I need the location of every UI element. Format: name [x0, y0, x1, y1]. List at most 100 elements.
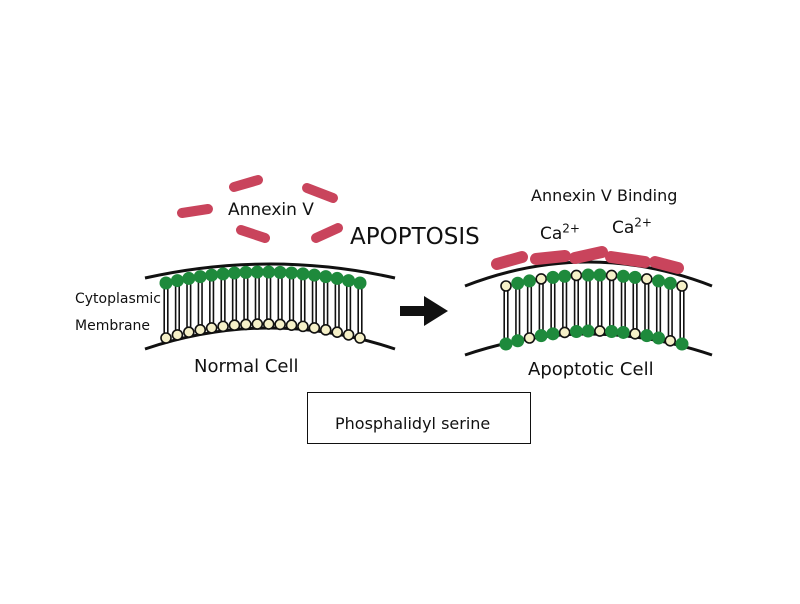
lipid-head	[569, 325, 583, 339]
lipid-head	[182, 271, 196, 285]
phosphatidylserine-head	[217, 320, 229, 333]
phosphatidylserine-head	[523, 332, 536, 344]
phosphatidylserine-head	[500, 280, 512, 292]
calcium-charge: 2+	[562, 221, 580, 236]
annexin-molecule	[177, 204, 213, 218]
lipid-head	[628, 270, 642, 284]
phosphatidylserine-head	[558, 326, 571, 339]
lipid-head	[273, 265, 287, 279]
phosphatidylserine-head	[640, 273, 653, 285]
lipid-head	[239, 265, 253, 279]
phosphatidylserine-head	[228, 319, 241, 332]
phosphatidylserine-head	[308, 322, 321, 334]
phosphatidylserine-head	[664, 334, 677, 347]
outer-membrane-line	[464, 260, 713, 288]
annexin-molecule	[236, 225, 270, 243]
phosphatidylserine-head	[194, 324, 207, 336]
phosphatidylserine-head	[171, 329, 184, 341]
normal-cell-label: Normal Cell	[194, 356, 299, 377]
lipid-head	[319, 270, 333, 284]
apoptotic-cell-membrane	[464, 260, 713, 357]
lipid-head	[675, 337, 689, 351]
lipid-head	[499, 337, 513, 351]
phosphatidylserine-head	[183, 326, 195, 338]
normal-cell-membrane	[144, 262, 396, 351]
phosphatidylserine-head	[240, 318, 252, 331]
phosphatidylserine-head	[274, 318, 286, 331]
lipid-head	[546, 327, 560, 341]
lipid-head	[652, 331, 666, 345]
annexin-molecule	[491, 251, 528, 270]
annexin-molecule	[530, 250, 571, 265]
phosphatidylserine-head	[629, 328, 641, 340]
phosphatidylserine-head	[354, 332, 366, 344]
annexin-molecule	[649, 256, 684, 274]
annexin-molecule	[311, 223, 343, 243]
cytoplasmic-label: Cytoplasmic	[75, 291, 161, 307]
lipid-head	[170, 274, 184, 288]
phosphatidylserine-head	[570, 269, 583, 282]
lipid-head	[616, 269, 630, 283]
lipid-head	[558, 269, 572, 283]
annexin-molecule	[605, 251, 651, 268]
lipid-head	[616, 325, 630, 339]
calcium-symbol: Ca	[612, 218, 635, 238]
lipid-head	[285, 266, 299, 280]
apoptosis-label: APOPTOSIS	[350, 224, 480, 250]
annexin-v-label: Annexin V	[228, 200, 314, 220]
lipid-head	[534, 329, 548, 343]
lipid-head	[227, 266, 241, 280]
lipid-head	[262, 265, 276, 279]
calcium-ion-label-2: Ca2+	[612, 215, 652, 238]
phosphatidylserine-head	[535, 273, 548, 285]
lipid-head	[593, 268, 607, 282]
phosphatidylserine-head	[342, 329, 355, 341]
lipid-head	[307, 268, 321, 282]
lipid-head	[581, 268, 595, 282]
annexin-molecule	[302, 183, 338, 203]
calcium-ion-label-1: Ca2+	[540, 221, 580, 244]
lipid-head	[330, 271, 344, 285]
lipid-head	[193, 270, 207, 284]
lipid-head	[522, 274, 536, 288]
lipid-head	[581, 324, 595, 338]
annexin-v-molecules	[177, 175, 343, 243]
phosphatidylserine-head	[297, 320, 309, 333]
phosphatidylserine-head	[251, 318, 264, 330]
lipid-head	[342, 274, 356, 288]
annexin-v-binding-label: Annexin V Binding	[531, 186, 678, 205]
lipid-head	[159, 276, 173, 290]
lipid-head	[640, 329, 654, 343]
lipid-head	[296, 267, 310, 281]
annexin-molecule	[229, 175, 263, 192]
phosphatidylserine-head	[285, 319, 298, 332]
legend-box	[307, 392, 531, 444]
calcium-charge: 2+	[634, 215, 652, 230]
lipid-head	[353, 276, 367, 290]
annexin-molecule	[569, 246, 608, 264]
phosphatidylserine-head	[262, 318, 275, 330]
lipid-head	[250, 265, 264, 279]
phosphatidylserine-head	[594, 325, 606, 337]
phosphatidylserine-head	[676, 280, 688, 292]
lipid-head	[546, 270, 560, 284]
phosphatidylserine-head	[331, 326, 343, 338]
bound-annexin-v	[491, 246, 684, 274]
apoptotic-cell-label: Apoptotic Cell	[528, 359, 654, 380]
phosphatidylserine-head	[319, 324, 332, 336]
lipid-head	[216, 267, 230, 281]
lipid-head	[663, 276, 677, 290]
legend-phosphatidylserine-label: Phosphalidyl serine	[335, 414, 491, 433]
membrane-label: Membrane	[75, 318, 151, 334]
lipid-head	[511, 276, 525, 290]
calcium-symbol: Ca	[540, 224, 563, 244]
outer-membrane-line	[144, 262, 396, 280]
lipid-head	[511, 334, 525, 348]
phosphatidylserine-head	[205, 322, 218, 334]
lipid-head	[652, 274, 666, 288]
lipid-head	[605, 325, 619, 339]
phosphatidylserine-head	[605, 269, 618, 282]
arrow-right-icon	[400, 296, 448, 326]
